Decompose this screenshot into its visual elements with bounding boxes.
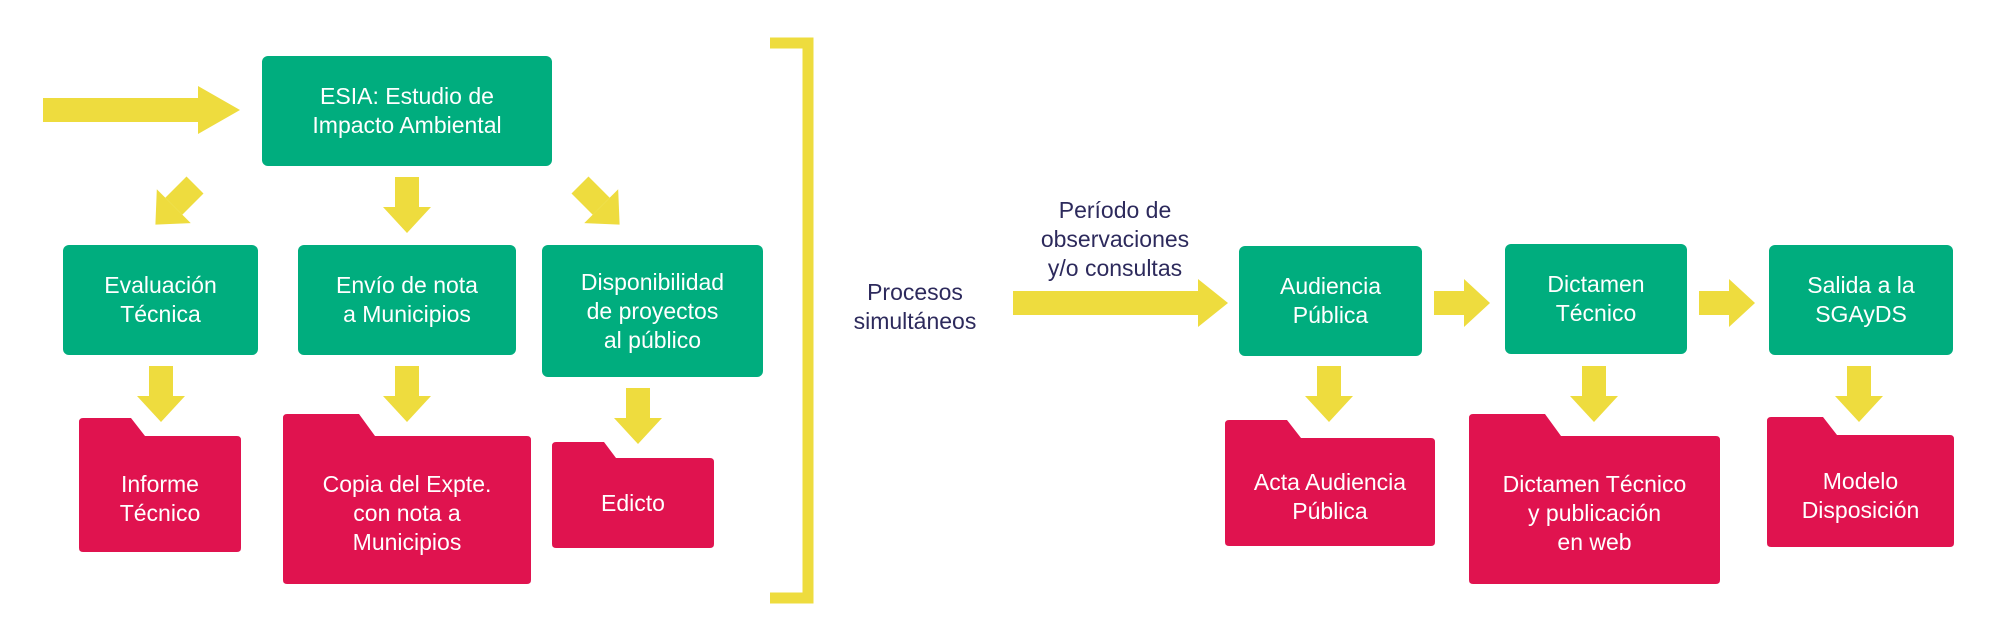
arrow-audiencia-to-dictamen-icon	[1434, 279, 1490, 327]
doc-copia-label: Copia del Expte. con nota a Municipios	[322, 470, 492, 555]
doc-edicto: Edicto	[552, 442, 714, 548]
box-evaluacion-tecnica: Evaluación Técnica	[63, 245, 258, 355]
arrow-esia-to-disponibilidad-icon	[563, 168, 637, 242]
doc-acta-audiencia: Acta Audiencia Pública	[1225, 420, 1435, 546]
arrow-disponibilidad-to-edicto-icon	[614, 388, 662, 444]
arrow-dictamen-to-salida-icon	[1699, 279, 1755, 327]
box-dictamen-tecnico: Dictamen Técnico	[1505, 244, 1687, 354]
box-dictamen-label: Dictamen Técnico	[1547, 271, 1645, 326]
doc-acta-label: Acta Audiencia Pública	[1253, 469, 1407, 524]
doc-informe-tecnico: Informe Técnico	[79, 418, 241, 552]
caption-procesos-simultaneos: Procesos simultáneos	[853, 279, 977, 334]
folder-icon	[1225, 420, 1435, 546]
box-audiencia-label: Audiencia Pública	[1279, 273, 1382, 328]
box-salida-label: Salida a la SGAyDS	[1807, 272, 1915, 327]
doc-informe-label: Informe Técnico	[119, 471, 201, 526]
folder-icon	[1469, 414, 1720, 584]
box-audiencia-publica: Audiencia Pública	[1239, 246, 1422, 356]
folder-icon	[1767, 417, 1954, 547]
box-disponibilidad-label: Disponibilidad de proyectos al público	[580, 268, 725, 353]
doc-copia-expte: Copia del Expte. con nota a Municipios	[283, 414, 531, 584]
folder-icon	[283, 414, 531, 584]
box-esia: ESIA: Estudio de Impacto Ambiental	[262, 56, 552, 166]
arrow-audiencia-to-acta-icon	[1305, 366, 1353, 422]
entry-arrow-icon	[43, 86, 240, 134]
box-disponibilidad: Disponibilidad de proyectos al público	[542, 245, 763, 377]
arrow-periodo-to-audiencia-icon	[1013, 279, 1228, 327]
arrow-esia-to-envio-icon	[383, 177, 431, 233]
doc-modelo-disposicion: Modelo Disposición	[1767, 417, 1954, 547]
folder-icon	[79, 418, 241, 552]
box-salida-sgayds: Salida a la SGAyDS	[1769, 245, 1953, 355]
box-envio-nota: Envío de nota a Municipios	[298, 245, 516, 355]
caption-periodo-observaciones: Período de observaciones y/o consultas	[1040, 197, 1190, 281]
arrow-evaluacion-to-informe-icon	[137, 366, 185, 422]
box-envio-label: Envío de nota a Municipios	[336, 272, 478, 327]
doc-edicto-label: Edicto	[601, 489, 665, 516]
doc-dictamen-web: Dictamen Técnico y publicación en web	[1469, 414, 1720, 584]
box-esia-label: ESIA: Estudio de Impacto Ambiental	[312, 83, 502, 138]
box-evaluacion-label: Evaluación Técnica	[104, 272, 217, 327]
doc-dictamen-web-label: Dictamen Técnico y publicación en web	[1502, 470, 1687, 555]
arrow-salida-to-modelo-icon	[1835, 366, 1883, 422]
arrow-esia-to-evaluacion-icon	[138, 168, 212, 242]
folder-icon	[552, 442, 714, 548]
bracket-icon	[770, 37, 814, 604]
doc-modelo-label: Modelo Disposición	[1801, 468, 1920, 523]
